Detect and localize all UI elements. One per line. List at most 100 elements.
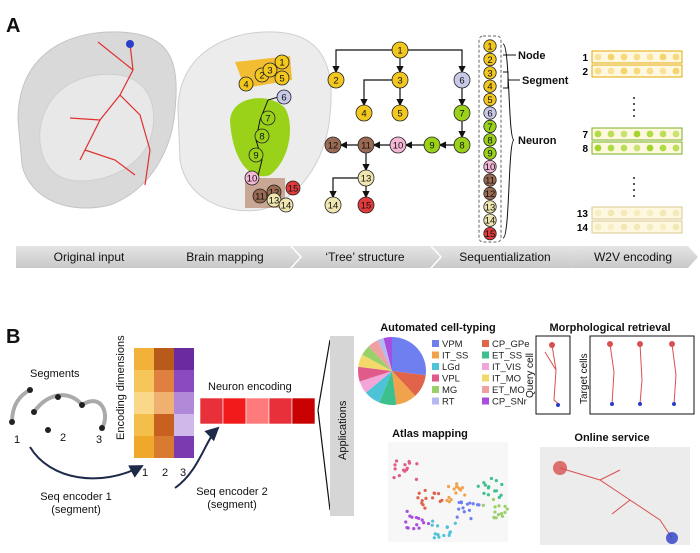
w2v-cell — [659, 223, 667, 231]
atlas-point — [448, 530, 452, 534]
svg-text:11: 11 — [361, 141, 371, 152]
svg-text:13: 13 — [269, 196, 280, 207]
w2v-cell — [594, 130, 602, 138]
w2v-cell — [646, 67, 654, 75]
legend-swatch — [432, 351, 439, 359]
panel-a-label: A — [6, 15, 20, 37]
online-title: Online service — [574, 432, 649, 444]
brain-node-8: 8 — [254, 128, 270, 144]
encoding-matrix — [134, 348, 194, 458]
pie-slice — [359, 371, 392, 393]
svg-text:7: 7 — [265, 114, 270, 125]
w2v-cell — [620, 67, 628, 75]
tree-node-1: 1 — [391, 41, 409, 59]
atlas-point — [421, 503, 425, 507]
w2v-cell — [659, 67, 667, 75]
w2v-cell — [607, 144, 615, 152]
w2v-row-label-14: 14 — [577, 223, 589, 234]
svg-text:10: 10 — [247, 174, 258, 185]
atlas-point — [486, 493, 491, 497]
retrieval-title: Morphological retrieval — [549, 322, 670, 334]
w2v-row-label-7: 7 — [582, 130, 588, 141]
encoding-cell — [174, 414, 194, 436]
w2v-cell — [633, 209, 641, 217]
cell-typing-title: Automated cell-typing — [380, 322, 496, 334]
svg-text:10: 10 — [393, 141, 404, 152]
tree-node-7: 7 — [453, 104, 471, 122]
brain-node-4: 4 — [238, 76, 254, 92]
pipeline-step-label: Brain mapping — [186, 250, 263, 264]
atlas-point — [492, 516, 496, 520]
legend-swatch — [482, 363, 489, 370]
atlas-point — [423, 506, 427, 510]
atlas-point — [422, 521, 426, 525]
w2v-row-label-13: 13 — [577, 209, 589, 220]
svg-text:13: 13 — [361, 174, 372, 185]
atlas-point — [471, 502, 475, 506]
pie-slice — [392, 371, 426, 396]
encoding-cell — [134, 348, 154, 370]
encoding-cell — [134, 436, 154, 458]
w2v-cell — [594, 209, 602, 217]
encoder1-arrow — [29, 446, 144, 480]
svg-text:3: 3 — [397, 76, 402, 87]
tree-node-4: 4 — [355, 104, 373, 122]
svg-text:12: 12 — [328, 141, 339, 152]
encoding-cell — [174, 436, 194, 458]
encoding-dimensions-label: Encoding dimensions — [115, 335, 127, 440]
w2v-cell — [594, 67, 602, 75]
brain-node-11: 11 — [252, 188, 268, 204]
brain-node-10: 10 — [244, 170, 260, 186]
atlas-point — [463, 493, 467, 497]
w2v-cell — [672, 53, 680, 61]
applications-bracket — [317, 339, 331, 511]
atlas-point — [467, 508, 472, 512]
encoding-cell — [134, 392, 154, 414]
atlas-point — [465, 502, 470, 506]
svg-text:1: 1 — [279, 58, 284, 69]
svg-text:12: 12 — [485, 189, 496, 200]
w2v-cell — [633, 130, 641, 138]
sequence-node-15: 15 — [483, 227, 497, 241]
w2v-cell — [620, 144, 628, 152]
svg-text:15: 15 — [485, 229, 496, 240]
svg-text:15: 15 — [288, 184, 299, 195]
w2v-cell — [633, 53, 641, 61]
svg-text:8: 8 — [459, 141, 464, 152]
legend-swatch — [432, 386, 439, 393]
neuron-encoding-cell — [222, 397, 247, 425]
neuron-encoding-bar — [199, 397, 316, 425]
neuron-encoding-label: Neuron encoding — [208, 381, 292, 393]
atlas-point — [496, 512, 501, 517]
sequence-node-14: 14 — [483, 213, 497, 227]
legend-label: ET_MO — [492, 385, 525, 396]
legend-swatch — [432, 397, 439, 405]
atlas-point — [499, 493, 503, 497]
svg-text:11: 11 — [255, 192, 265, 203]
atlas-point — [455, 482, 459, 486]
tree-node-3: 3 — [391, 71, 409, 89]
svg-text:2: 2 — [487, 55, 492, 66]
atlas-point — [446, 484, 451, 489]
svg-text:11: 11 — [485, 176, 495, 187]
w2v-cell — [659, 130, 667, 138]
encoder2-sub: (segment) — [207, 499, 257, 511]
neuron-encoding-cell — [291, 397, 316, 425]
atlas-point — [393, 463, 397, 467]
sequence-node-12: 12 — [483, 186, 497, 200]
atlas-point — [491, 497, 496, 502]
brain-node-7: 7 — [260, 110, 276, 126]
tree-node-6: 6 — [453, 71, 471, 89]
legend-swatch — [482, 374, 489, 382]
svg-text:6: 6 — [281, 93, 286, 104]
tree-node-14: 14 — [324, 196, 342, 214]
w2v-cell — [620, 130, 628, 138]
pie-slice — [383, 337, 392, 371]
atlas-point — [481, 503, 485, 507]
encoding-cell — [174, 370, 194, 392]
w2v-cell — [633, 144, 641, 152]
svg-text:8: 8 — [487, 135, 492, 146]
atlas-point — [493, 505, 497, 509]
